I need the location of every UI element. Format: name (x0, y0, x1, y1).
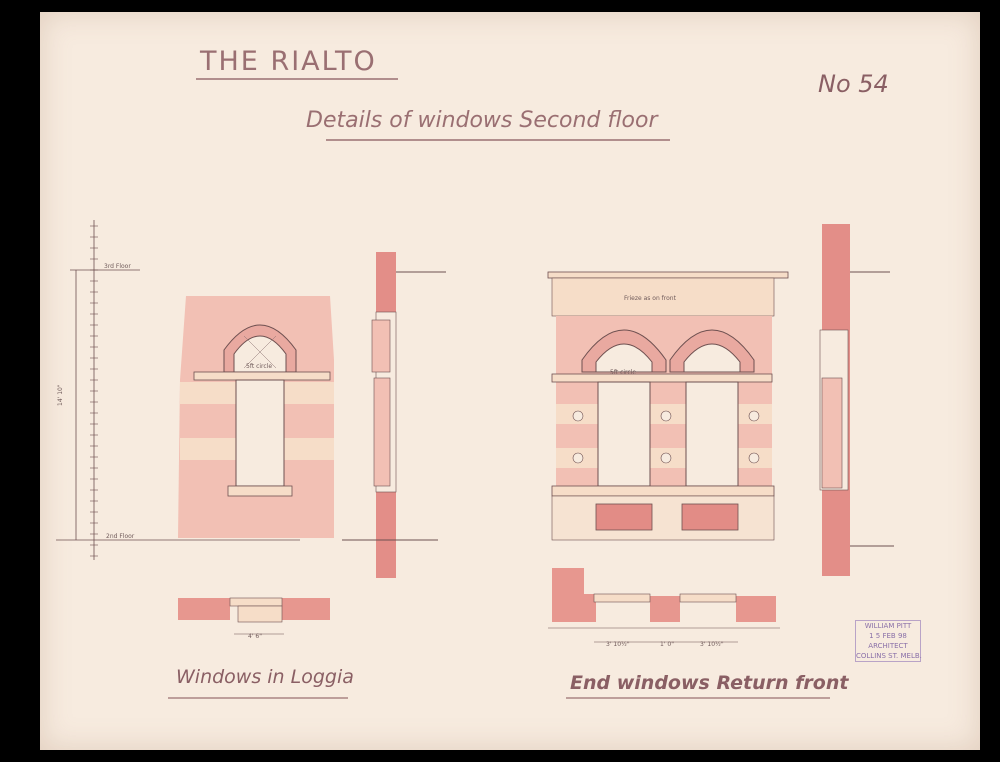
end-windows-caption: End windows Return front (570, 672, 849, 694)
height-dimension: 14' 10" (57, 384, 64, 406)
frieze-note: Frieze as on front (624, 295, 677, 302)
loggia-window-elevation (178, 296, 334, 538)
page-subtitle: Details of windows Second floor (306, 108, 658, 133)
stamp-line-1: WILLIAM PITT (864, 622, 912, 630)
stamp-line-3: ARCHITECT (868, 642, 908, 650)
loggia-window-plan (178, 597, 330, 635)
arch-label-right: 5ft circle (610, 369, 636, 376)
architect-stamp: WILLIAM PITT 1 5 FEB 98 ARCHITECT COLLIN… (855, 620, 922, 662)
end-window-plan (548, 568, 780, 643)
end-window-section (819, 224, 894, 576)
loggia-caption: Windows in Loggia (176, 666, 354, 688)
floor-3-label: 3rd Floor (104, 263, 131, 270)
loggia-window-section (342, 252, 446, 578)
plan-dim-2: 1' 0" (660, 641, 674, 648)
stamp-line-4: COLLINS ST. MELB. (856, 652, 922, 660)
stamp-line-2: 1 5 FEB 98 (869, 632, 907, 640)
floor-2-label: 2nd Floor (106, 533, 135, 540)
plan-left-width: 4' 6" (248, 633, 262, 640)
sheet-number: No 54 (818, 70, 889, 98)
end-window-elevation (547, 271, 789, 541)
page-title: THE RIALTO (200, 46, 377, 77)
plan-dim-1: 3' 10½" (606, 641, 630, 648)
arch-label-left: 5ft circle (246, 363, 272, 370)
plan-dim-3: 3' 10½" (700, 641, 724, 648)
height-scale (56, 220, 300, 560)
